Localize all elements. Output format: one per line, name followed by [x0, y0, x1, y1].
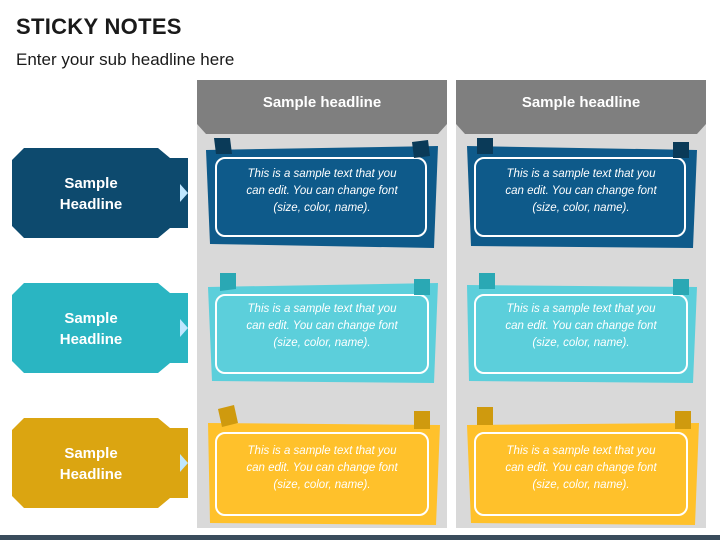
row-label-line2: Headline: [59, 196, 123, 213]
note-text-line: This is a sample text that you: [506, 168, 656, 180]
note-text-line: can edit. You can change font: [505, 185, 657, 197]
note-text-line: (size, color, name).: [273, 337, 371, 349]
sticky-note-r2c1[interactable]: This is a sample text that you can edit.…: [202, 273, 442, 385]
row-label-3: Sample Headline: [12, 418, 198, 508]
row-label-line2: Headline: [59, 466, 123, 483]
row-label-line2: Headline: [59, 331, 123, 348]
sticky-note-r3c1[interactable]: This is a sample text that you can edit.…: [202, 405, 442, 525]
row-label-2: Sample Headline: [12, 283, 198, 373]
note-text-line: (size, color, name).: [273, 202, 371, 214]
column-header-label: Sample headline: [262, 94, 382, 111]
note-text-line: can edit. You can change font: [246, 462, 398, 474]
note-text-line: (size, color, name).: [532, 337, 630, 349]
slide-title: STICKY NOTES: [16, 14, 182, 39]
bottom-accent-bar: [0, 535, 720, 540]
note-text-line: can edit. You can change font: [246, 185, 398, 197]
column-header-label: Sample headline: [521, 94, 641, 111]
note-text-line: This is a sample text that you: [247, 445, 397, 457]
note-text-line: This is a sample text that you: [506, 445, 656, 457]
note-text-line: This is a sample text that you: [247, 303, 397, 315]
note-text-line: This is a sample text that you: [506, 303, 656, 315]
note-text-line: can edit. You can change font: [246, 320, 398, 332]
row-label-1: Sample Headline: [12, 148, 198, 238]
column-header-2: Sample headline: [456, 80, 706, 134]
note-text-line: (size, color, name).: [273, 479, 371, 491]
row-label-line1: Sample: [64, 310, 118, 327]
note-text-line: can edit. You can change font: [505, 320, 657, 332]
sticky-note-r3c2[interactable]: This is a sample text that you can edit.…: [461, 405, 701, 525]
column-header-1: Sample headline: [197, 80, 447, 134]
sticky-note-r1c1[interactable]: This is a sample text that you can edit.…: [202, 138, 442, 250]
row-label-line1: Sample: [64, 175, 118, 192]
sticky-note-r1c2[interactable]: This is a sample text that you can edit.…: [461, 138, 701, 250]
row-label-line1: Sample: [64, 445, 118, 462]
note-text-line: (size, color, name).: [532, 479, 630, 491]
note-text-line: (size, color, name).: [532, 202, 630, 214]
note-text-line: This is a sample text that you: [247, 168, 397, 180]
slide-subtitle: Enter your sub headline here: [16, 50, 235, 69]
sticky-note-r2c2[interactable]: This is a sample text that you can edit.…: [461, 273, 701, 385]
note-text-line: can edit. You can change font: [505, 462, 657, 474]
